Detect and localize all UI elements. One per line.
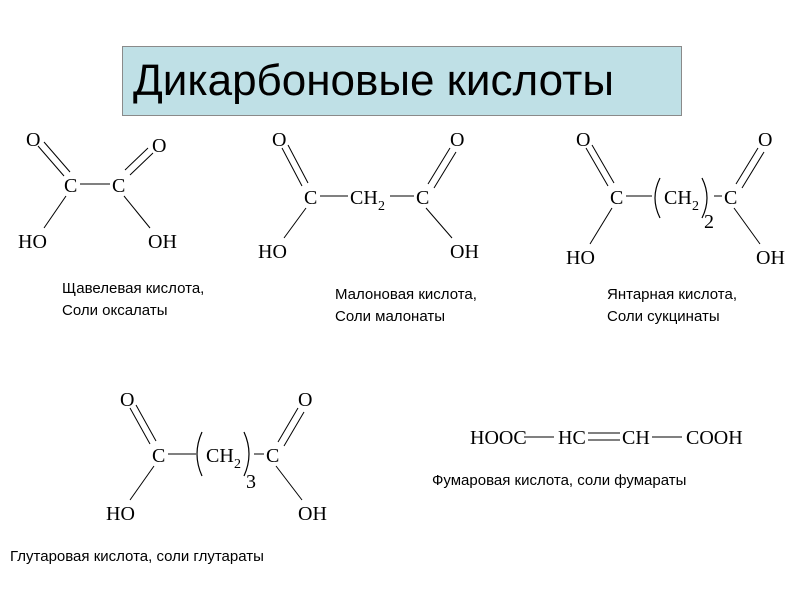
- atom-ho: HO: [258, 241, 287, 263]
- bond-line: [275, 465, 303, 501]
- bond-line: [129, 465, 155, 501]
- atom-ch: CH: [350, 187, 378, 209]
- atom-ch: CH: [206, 445, 234, 467]
- atom-c: C: [112, 175, 125, 197]
- atom-c: C: [610, 187, 623, 209]
- bracket-right: [243, 431, 250, 477]
- atom-o: O: [758, 129, 772, 151]
- caption-glutaric-acid: Глутаровая кислота, соли глутараты: [10, 548, 264, 565]
- atom-ho: HO: [18, 231, 47, 253]
- oxalic-acid-structure: O O C C HO OH: [18, 129, 177, 253]
- fumaric-acid-structure: HOOC HC CH COOH: [470, 427, 743, 449]
- double-bond-line: [281, 147, 303, 187]
- double-bond-line: [427, 147, 451, 185]
- subscript: 2: [704, 211, 714, 233]
- bond-line: [283, 207, 307, 239]
- atom-oh: OH: [450, 241, 479, 263]
- atom-c: C: [724, 187, 737, 209]
- double-bond-line: [135, 404, 157, 442]
- atom-cooh: COOH: [686, 427, 743, 449]
- atom-c: C: [152, 445, 165, 467]
- subscript: 2: [378, 199, 385, 214]
- double-bond-line: [277, 407, 299, 443]
- bond-line: [43, 195, 67, 229]
- atom-c: C: [416, 187, 429, 209]
- double-bond-line: [585, 147, 609, 187]
- atom-oh: OH: [148, 231, 177, 253]
- title-box: Дикарбоновые кислоты: [122, 46, 682, 116]
- bracket-right: [701, 177, 708, 219]
- atom-c: C: [266, 445, 279, 467]
- atom-o: O: [152, 135, 166, 157]
- caption-oxalic-acid: Щавелевая кислота, Соли оксалаты: [62, 280, 205, 319]
- bond-line: [123, 195, 151, 229]
- double-bond-line: [741, 151, 765, 189]
- double-bond-line: [591, 144, 615, 184]
- atom-hc: HC: [558, 427, 586, 449]
- atom-ch: CH: [664, 187, 692, 209]
- caption-fumaric-acid: Фумаровая кислота, соли фумараты: [432, 472, 687, 489]
- atom-hooc: HOOC: [470, 427, 527, 449]
- caption-malonic-acid: Малоновая кислота, Соли малонаты: [335, 286, 477, 325]
- atom-o: O: [450, 129, 464, 151]
- succinic-acid-structure: O O C CH 2 2 C HO OH: [566, 129, 785, 269]
- bracket-left: [196, 431, 203, 477]
- double-bond-line: [43, 141, 71, 173]
- atom-o: O: [26, 129, 40, 151]
- subscript: 3: [246, 471, 256, 493]
- atom-ch: CH: [622, 427, 650, 449]
- double-bond-line: [283, 411, 305, 447]
- atom-o: O: [272, 129, 286, 151]
- atom-oh: OH: [298, 503, 327, 525]
- bond-line: [425, 207, 453, 239]
- subscript: 2: [692, 199, 699, 214]
- double-bond-line: [124, 147, 149, 171]
- atom-c: C: [304, 187, 317, 209]
- double-bond-line: [37, 145, 65, 177]
- double-bond-line: [129, 152, 154, 176]
- malonic-acid-structure: O O C CH 2 C HO OH: [258, 129, 479, 263]
- bond-line: [589, 207, 613, 245]
- double-bond-line: [129, 407, 151, 445]
- atom-ho: HO: [106, 503, 135, 525]
- atom-oh: OH: [756, 247, 785, 269]
- double-bond-line: [433, 151, 457, 189]
- bond-line: [733, 207, 761, 245]
- caption-succinic-acid: Янтарная кислота, Соли сукцинаты: [607, 286, 738, 325]
- double-bond-line: [287, 144, 309, 184]
- glutaric-acid-structure: O O C CH 2 3 C HO OH: [106, 389, 327, 525]
- page-title: Дикарбоновые кислоты: [133, 56, 614, 105]
- double-bond-line: [735, 147, 759, 185]
- atom-ho: HO: [566, 247, 595, 269]
- atom-c: C: [64, 175, 77, 197]
- atom-o: O: [576, 129, 590, 151]
- atom-o: O: [298, 389, 312, 411]
- atom-o: O: [120, 389, 134, 411]
- bracket-left: [654, 177, 661, 219]
- subscript: 2: [234, 457, 241, 472]
